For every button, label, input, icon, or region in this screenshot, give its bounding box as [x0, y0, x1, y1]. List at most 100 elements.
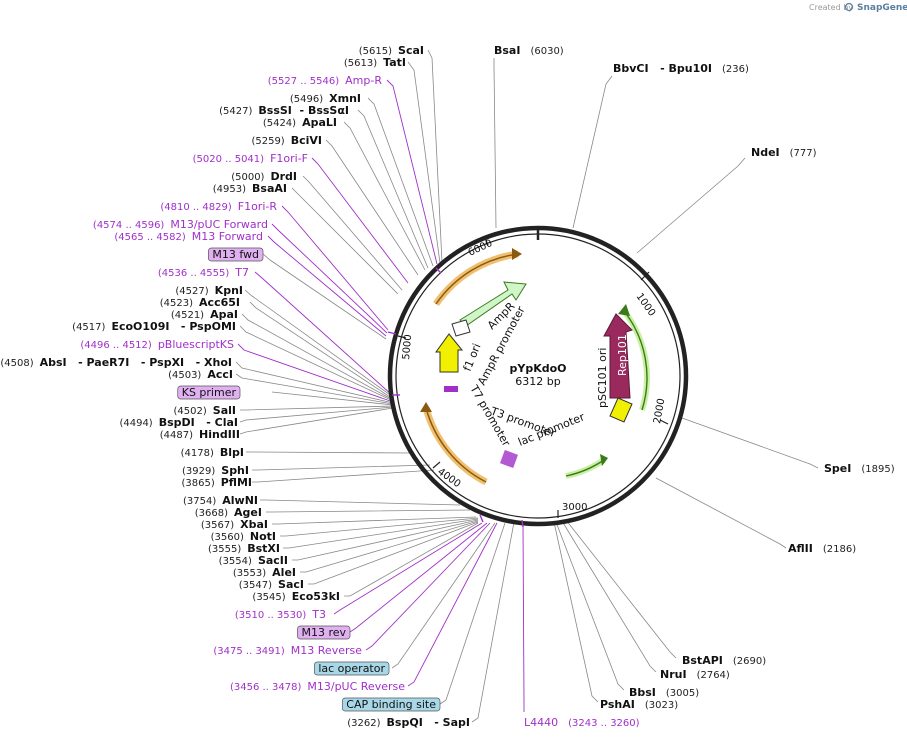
enzyme-label: AflII: [788, 542, 813, 555]
enzyme-label: BspDI - ClaI: [159, 416, 238, 429]
site-position: (5527 .. 5546): [268, 76, 340, 87]
enzyme-label: SacI: [278, 578, 304, 591]
feature-label: M13 Reverse: [291, 644, 362, 657]
enzyme-label: PflMI: [221, 476, 252, 489]
site-position: (3754): [183, 496, 216, 507]
site-position: (3510 .. 3530): [235, 610, 307, 621]
badge-label: KS primer: [182, 386, 237, 399]
site-position: (4527): [175, 286, 208, 297]
enzyme-label: BsaI: [494, 44, 520, 57]
plasmid-name: pYpKdoO: [509, 362, 566, 375]
badge-label: M13 fwd: [212, 248, 259, 261]
site-position: (4503): [168, 370, 201, 381]
green-arrow-head-right: [618, 304, 630, 316]
site-position: (4517): [72, 322, 105, 333]
enzyme-label: BspQI - SapI: [387, 716, 470, 729]
enzyme-label: Acc65I: [199, 296, 240, 309]
site-position: (3929): [182, 466, 215, 477]
badge-label: CAP binding site: [346, 698, 436, 711]
feature-label: L4440: [524, 716, 558, 729]
site-position: (3555): [208, 544, 241, 555]
snapgene-logo-icon: [844, 2, 854, 12]
site-position: (4536 .. 4555): [158, 268, 230, 279]
enzyme-label: AlwNI: [222, 494, 258, 507]
site-position: (3005): [666, 688, 699, 699]
connector-lines-right: [493, 58, 819, 712]
enzyme-label: NotI: [250, 530, 276, 543]
psc101-ori-box: [609, 397, 633, 423]
enzyme-label: BciVI: [291, 134, 322, 147]
left-site-labels: ScaI(5615)TatI(5613)Amp-R(5527 .. 5546)X…: [0, 44, 470, 729]
orange-arrow-head-bottom: [420, 402, 432, 412]
enzyme-label: EcoO109I - PspOMI: [111, 320, 236, 333]
enzyme-label: BlpI: [220, 446, 244, 459]
site-position: (4953): [213, 184, 246, 195]
site-position: (1895): [861, 464, 894, 475]
site-position: (5424): [263, 118, 296, 129]
enzyme-label: Eco53kI: [292, 590, 340, 603]
site-position: (4810 .. 4829): [160, 202, 232, 213]
ampr-promoter-box: [451, 319, 471, 337]
site-position: (5615): [359, 46, 392, 57]
enzyme-label: BssSI - BssSαI: [258, 104, 349, 117]
enzyme-label: NruI: [660, 668, 687, 681]
enzyme-label: DrdI: [270, 170, 297, 183]
badge-box: [341, 697, 441, 712]
site-position: (3547): [239, 580, 272, 591]
plasmid-length: 6312 bp: [515, 375, 560, 388]
site-position: (6030): [530, 46, 563, 57]
feature-label: F1ori-R: [238, 200, 278, 213]
badge-box: [313, 661, 390, 676]
feature-label: F1ori-F: [270, 152, 308, 165]
site-position: (3545): [252, 592, 285, 603]
enzyme-label: KpnI: [215, 284, 243, 297]
feature-label: M13/pUC Reverse: [307, 680, 405, 693]
site-position: (2764): [697, 670, 730, 681]
feature-label: M13 Forward: [192, 230, 263, 243]
site-position: (4502): [174, 406, 207, 417]
enzyme-label: BstXI: [247, 542, 280, 555]
enzyme-label: SacII: [258, 554, 288, 567]
enzyme-label: AbsI - PaeR7I - PspXI - XhoI: [40, 356, 232, 369]
site-position: (5496): [290, 94, 323, 105]
site-position: (5259): [251, 136, 284, 147]
badge-box: [177, 385, 241, 400]
enzyme-label: SalI: [213, 404, 236, 417]
badge-label: M13 rev: [301, 626, 346, 639]
enzyme-label: ApaI: [210, 308, 238, 321]
site-position: (4487): [160, 430, 193, 441]
site-position: (2186): [823, 544, 856, 555]
green-arrow-head-bottom: [600, 454, 608, 466]
badge-label: lac operator: [318, 662, 385, 675]
site-position: (4496 .. 4512): [80, 340, 152, 351]
enzyme-label: SphI: [221, 464, 249, 477]
site-position: (4521): [171, 310, 204, 321]
site-position: (3567): [201, 520, 234, 531]
enzyme-label: XmnI: [329, 92, 361, 105]
enzyme-label: BstAPI: [682, 654, 723, 667]
site-position: (4574 .. 4596): [93, 220, 165, 231]
orange-arrow-head-top: [512, 248, 522, 260]
feature-label: T3: [311, 608, 326, 621]
site-position: (3456 .. 3478): [230, 682, 302, 693]
orange-arc-bottom-line: [425, 407, 487, 483]
site-position: (4523): [160, 298, 193, 309]
site-position: (3262): [347, 718, 380, 729]
enzyme-label: BsaAI: [252, 182, 287, 195]
credit-brand: SnapGene: [857, 3, 907, 13]
mcs-marker-bottom: [500, 450, 518, 468]
enzyme-label: SpeI: [824, 462, 851, 475]
feature-label: T7: [234, 266, 249, 279]
site-position: (3554): [219, 556, 252, 567]
enzyme-label: TatI: [383, 56, 406, 69]
feature-label: pBluescriptKS: [158, 338, 234, 351]
right-site-labels: BsaI(6030)BbvCI - Bpu10I(236)NdeI(777)Sp…: [494, 44, 895, 729]
site-position: (236): [722, 64, 749, 75]
site-position: (3023): [645, 700, 678, 711]
enzyme-label: AleI: [272, 566, 296, 579]
enzyme-label: AgeI: [234, 506, 262, 519]
site-position: (3560): [211, 532, 244, 543]
orange-arc-top-line: [435, 253, 519, 305]
orange-arc-bottom: [422, 407, 488, 486]
